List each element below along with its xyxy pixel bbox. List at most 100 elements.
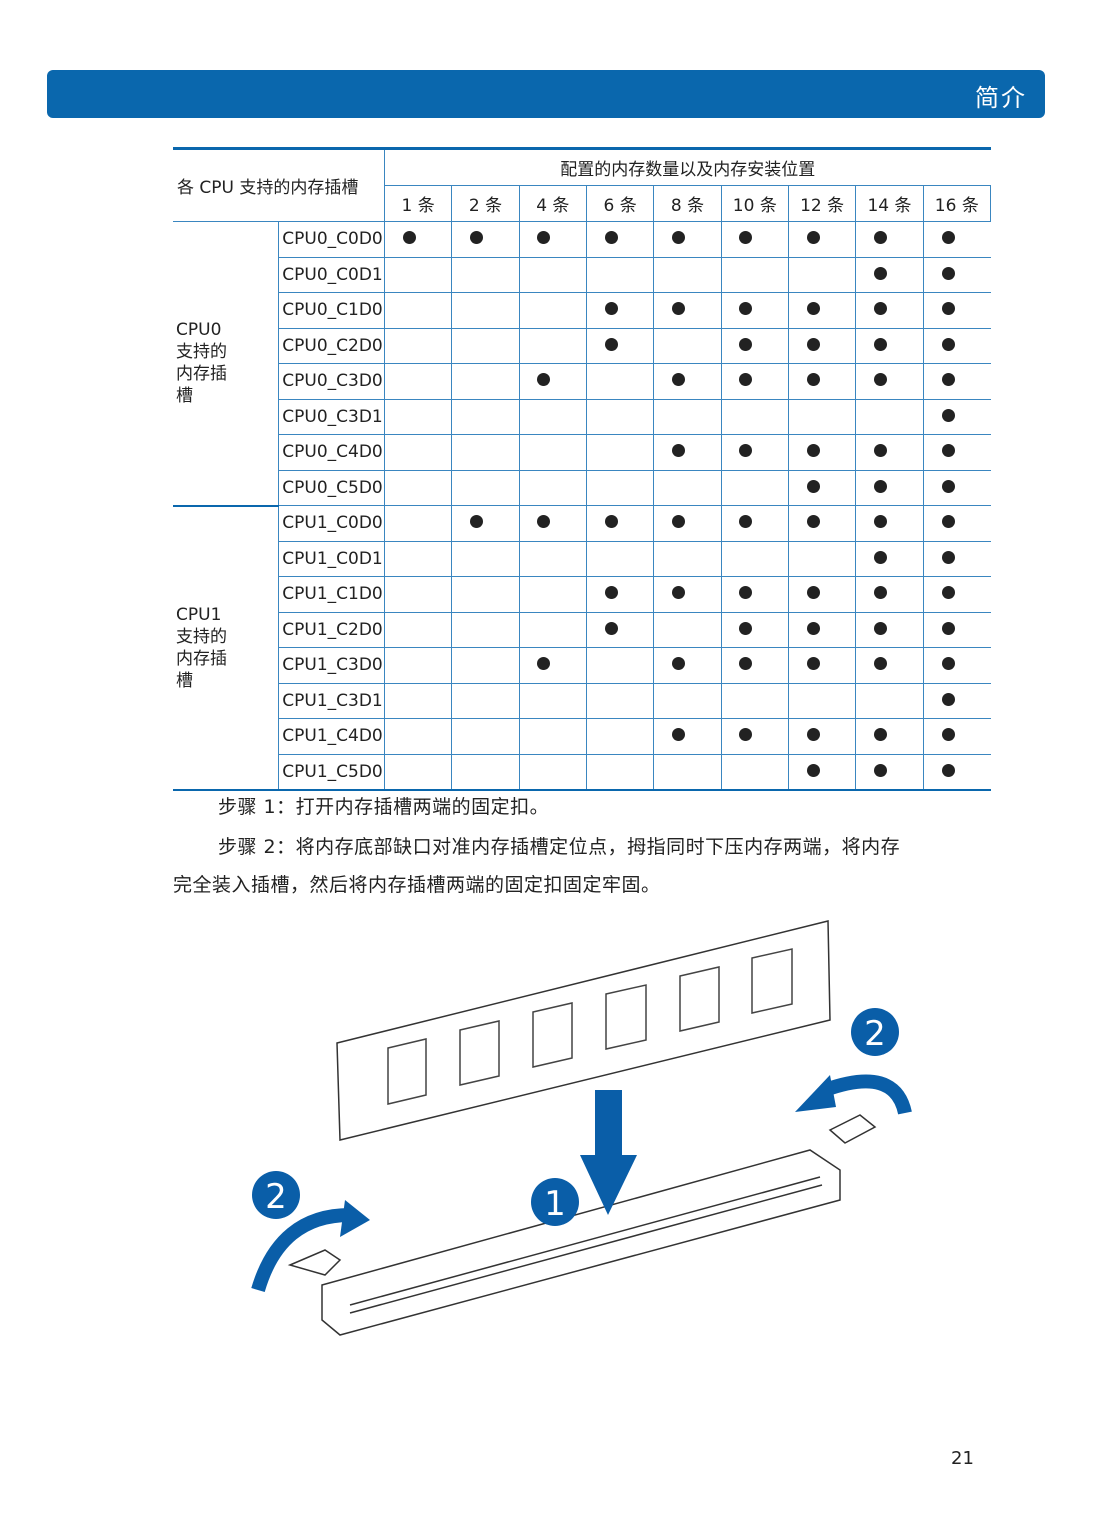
slot-cell: [787, 398, 857, 435]
filled-dot-icon: [469, 515, 483, 529]
slot-cell: [451, 363, 520, 400]
slot-cell: [922, 540, 991, 577]
filled-dot-icon: [739, 728, 753, 742]
slot-cell: [653, 753, 722, 791]
filled-dot-icon: [739, 337, 753, 351]
slot-cell: [518, 611, 587, 648]
slot-cell: [855, 434, 924, 471]
slot-cell: [451, 718, 520, 755]
filled-dot-icon: [806, 657, 820, 671]
slot-cell: [451, 434, 520, 471]
slot-cell: [585, 576, 655, 613]
slot-name: CPU1_C2D0: [278, 611, 385, 648]
section-banner: 简介: [47, 70, 1045, 118]
slot-cell: [855, 363, 924, 400]
slot-cell: [653, 363, 722, 400]
slot-name: CPU0_C2D0: [278, 327, 385, 364]
filled-dot-icon: [806, 479, 820, 493]
filled-dot-icon: [537, 373, 551, 387]
filled-dot-icon: [941, 444, 955, 458]
filled-dot-icon: [739, 444, 753, 458]
slot-cell: [518, 256, 587, 293]
filled-dot-icon: [941, 550, 955, 564]
slot-cell: [451, 398, 520, 435]
slot-name: CPU1_C0D0: [278, 505, 385, 542]
svg-text:1: 1: [544, 1184, 566, 1224]
slot-cell: [720, 469, 789, 506]
step-1-text: 步骤 1：打开内存插槽两端的固定扣。: [218, 796, 550, 818]
filled-dot-icon: [739, 657, 753, 671]
filled-dot-icon: [941, 763, 955, 777]
svg-text:2: 2: [864, 1014, 886, 1054]
slot-cell: [451, 505, 520, 542]
slot-cell: [585, 363, 655, 400]
slot-name: CPU1_C1D0: [278, 576, 385, 613]
filled-dot-icon: [941, 231, 955, 245]
table-row: CPU1_C1D0: [173, 576, 991, 613]
filled-dot-icon: [941, 337, 955, 351]
slot-cell: [787, 292, 857, 329]
filled-dot-icon: [873, 479, 887, 493]
table-row: CPU1_C3D0: [173, 647, 991, 684]
filled-dot-icon: [873, 728, 887, 742]
slot-cell: [518, 398, 587, 435]
filled-dot-icon: [873, 515, 887, 529]
slot-cell: [720, 647, 789, 684]
filled-dot-icon: [873, 337, 887, 351]
slot-cell: [922, 647, 991, 684]
filled-dot-icon: [873, 444, 887, 458]
filled-dot-icon: [806, 231, 820, 245]
filled-dot-icon: [873, 621, 887, 635]
slot-cell: [383, 327, 453, 364]
slot-cell: [720, 682, 789, 719]
filled-dot-icon: [537, 231, 551, 245]
slot-cell: [585, 718, 655, 755]
slot-cell: [653, 682, 722, 719]
slot-cell: [653, 398, 722, 435]
curved-arrow-right-icon: [822, 1074, 912, 1115]
filled-dot-icon: [873, 373, 887, 387]
filled-dot-icon: [941, 302, 955, 316]
slot-cell: [585, 647, 655, 684]
filled-dot-icon: [671, 302, 685, 316]
table-row: CPU0_C0D1: [173, 256, 991, 293]
slot-name: CPU1_C5D0: [278, 753, 385, 791]
slot-cell: [787, 718, 857, 755]
slot-cell: [922, 398, 991, 435]
slot-cell: [451, 611, 520, 648]
slot-cell: [383, 292, 453, 329]
slot-cell: [451, 647, 520, 684]
slot-cell: [451, 753, 520, 791]
filled-dot-icon: [604, 515, 618, 529]
slot-cell: [855, 576, 924, 613]
table-row: CPU0_C3D1: [173, 398, 991, 435]
slot-cell: [720, 540, 789, 577]
slot-cell: [855, 469, 924, 506]
slot-cell: [585, 469, 655, 506]
section-title: 简介: [975, 84, 1027, 112]
slot-cell: [585, 682, 655, 719]
filled-dot-icon: [806, 302, 820, 316]
slot-cell: [653, 718, 722, 755]
slot-cell: [653, 221, 722, 258]
slot-cell: [451, 292, 520, 329]
filled-dot-icon: [941, 692, 955, 706]
slot-cell: [855, 505, 924, 542]
slot-cell: [787, 469, 857, 506]
column-header: 8 条: [653, 185, 722, 222]
slot-cell: [518, 363, 587, 400]
slot-cell: [720, 611, 789, 648]
slot-cell: [653, 611, 722, 648]
slot-cell: [653, 256, 722, 293]
filled-dot-icon: [604, 337, 618, 351]
table-row: CPU0_C1D0: [173, 292, 991, 329]
memory-module: [336, 920, 831, 1141]
filled-dot-icon: [806, 586, 820, 600]
table-row: CPU1_C3D1: [173, 682, 991, 719]
filled-dot-icon: [604, 621, 618, 635]
slot-cell: [855, 647, 924, 684]
column-header: 12 条: [787, 185, 857, 222]
slot-name: CPU1_C3D0: [278, 647, 385, 684]
